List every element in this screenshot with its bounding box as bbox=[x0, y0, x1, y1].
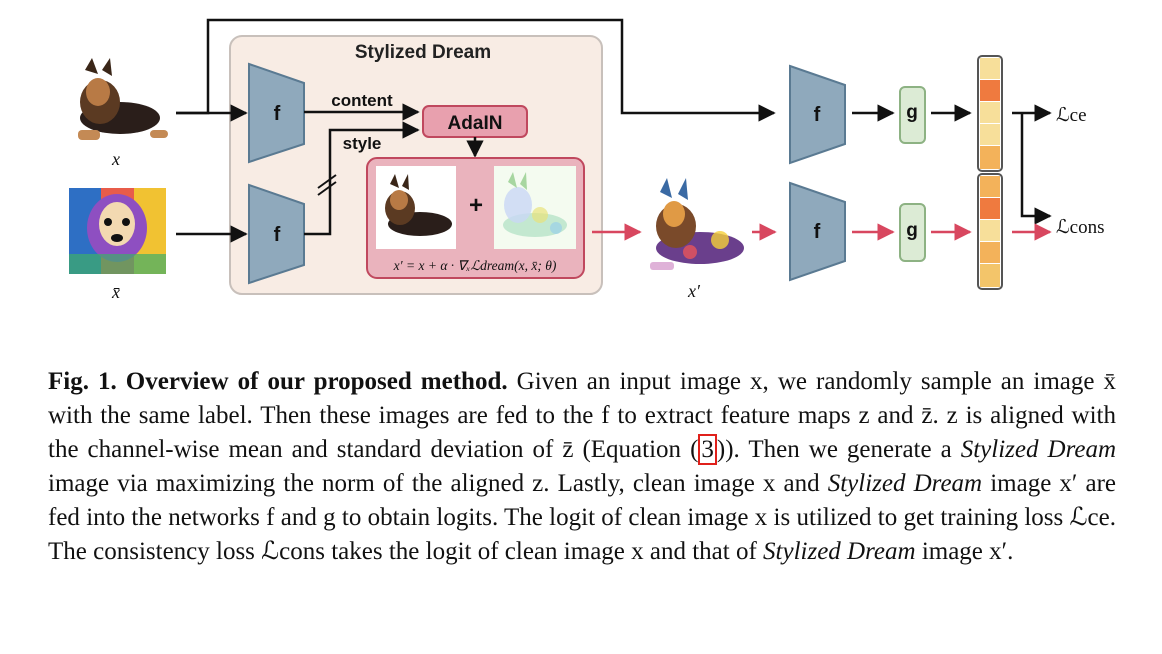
logit-cell bbox=[980, 58, 1000, 79]
dream-gradient-image bbox=[494, 166, 576, 249]
stop-gradient-mark-2 bbox=[317, 181, 337, 196]
label-xbar: x̄ bbox=[111, 282, 120, 302]
stylized-dream-title: Stylized Dream bbox=[355, 42, 491, 63]
caption-text-3: image via maximizing the norm of the ali… bbox=[48, 470, 828, 497]
loss-cons-label: ℒcons bbox=[1056, 217, 1105, 238]
style-arrow bbox=[304, 121, 420, 236]
caption-text-2: )). Then we generate a bbox=[716, 436, 961, 463]
caption-stylized-dream-2: Stylized Dream bbox=[827, 470, 983, 497]
logits-dream bbox=[977, 173, 1003, 290]
logit-cell bbox=[980, 198, 1000, 219]
stop-gradient-mark-1 bbox=[317, 174, 337, 189]
caption-text-5: image x′. bbox=[915, 538, 1014, 565]
encoder-f-bottom-label: f bbox=[274, 224, 281, 246]
logit-cell bbox=[980, 80, 1000, 101]
logit-cell bbox=[980, 264, 1000, 287]
label-x: x bbox=[111, 149, 120, 169]
encoder-f-right-bottom bbox=[789, 181, 846, 282]
caption-stylized-dream-3: Stylized Dream bbox=[763, 538, 916, 565]
caption-stylized-dream-1: Stylized Dream bbox=[960, 436, 1117, 463]
update-formula: x′ = x + α · ∇ₓℒdream(x, x̄; θ) bbox=[393, 258, 557, 273]
encoder-f-right-bottom-label: f bbox=[814, 221, 821, 243]
encoder-f-top bbox=[248, 62, 305, 164]
input-image-xbar bbox=[69, 188, 166, 274]
classifier-g-bottom bbox=[899, 203, 926, 262]
content-label: content bbox=[331, 91, 393, 110]
encoder-f-top-label: f bbox=[274, 103, 281, 125]
plus-sign: + bbox=[469, 192, 483, 219]
logit-cell bbox=[980, 176, 1000, 197]
classifier-g-bottom-label: g bbox=[906, 220, 918, 241]
caption-text-4: image x′ are fed into the networks f and… bbox=[48, 470, 1116, 565]
encoder-f-bottom bbox=[248, 183, 305, 285]
classifier-g-top bbox=[899, 86, 926, 144]
figure-caption: Fig. 1. Overview of our proposed method.… bbox=[48, 365, 1116, 569]
logits-clean bbox=[977, 55, 1003, 172]
classifier-g-top-label: g bbox=[906, 102, 918, 123]
logit-cell bbox=[980, 146, 1000, 169]
logit-cell bbox=[980, 242, 1000, 263]
caption-text-1: Given an input image x, we randomly samp… bbox=[48, 368, 1117, 463]
logit-cell bbox=[980, 124, 1000, 145]
style-label: style bbox=[343, 134, 382, 153]
arrow-to-loss-cons-branch bbox=[1020, 113, 1052, 225]
stylized-dream-image-xprime bbox=[650, 178, 744, 270]
dream-input-image bbox=[376, 166, 456, 249]
caption-fig-label: Fig. 1. Overview of our proposed method. bbox=[48, 368, 508, 395]
encoder-f-right-top bbox=[789, 64, 846, 165]
adain-label: AdaIN bbox=[448, 113, 503, 134]
logit-cell bbox=[980, 102, 1000, 123]
encoder-f-right-top-label: f bbox=[814, 104, 821, 126]
input-image-x bbox=[78, 58, 168, 140]
loss-ce-label: ℒce bbox=[1056, 105, 1087, 126]
label-xprime: x′ bbox=[687, 281, 701, 301]
logit-cell bbox=[980, 220, 1000, 241]
equation-reference-link[interactable]: 3 bbox=[698, 434, 717, 465]
method-diagram: Stylized Dream x x̄ f f content style bbox=[69, 18, 1105, 302]
